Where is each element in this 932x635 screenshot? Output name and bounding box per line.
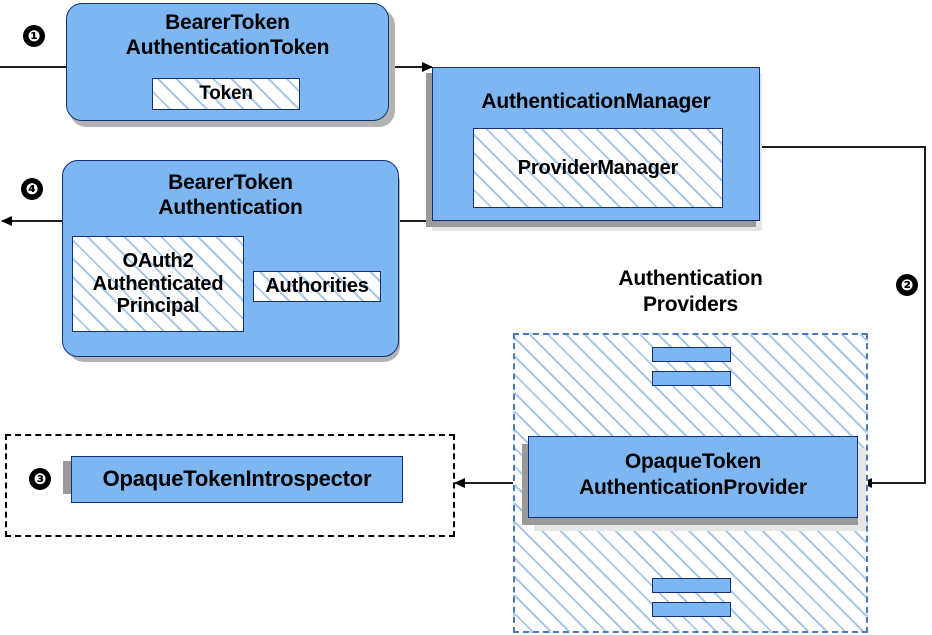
bearer-token-authentication-box[interactable]: BearerToken Authentication OAuth2 Authen… [62, 160, 399, 357]
step-badge-1: ❶ [23, 25, 45, 47]
bearer-token-authentication-title-line1: BearerToken [168, 171, 293, 194]
bearer-token-authentication-token-box[interactable]: BearerToken AuthenticationToken Token [66, 3, 389, 121]
authentication-manager-title: AuthenticationManager [481, 90, 711, 113]
authentication-providers-title-line2: Providers [642, 293, 739, 316]
opaque-token-authentication-provider-title-line2: AuthenticationProvider [579, 476, 807, 499]
oauth2-authenticated-principal-line2: Authenticated [92, 272, 224, 295]
opaque-token-authentication-provider-box[interactable]: OpaqueToken AuthenticationProvider [528, 436, 858, 518]
provider-stack-bar-top-1 [652, 347, 731, 362]
token-label: Token [199, 83, 253, 105]
token-inner-box[interactable]: Token [152, 78, 300, 110]
opaque-token-introspector-title: OpaqueTokenIntrospector [102, 466, 372, 492]
step-badge-2: ❷ [896, 274, 918, 296]
opaque-token-introspector-box[interactable]: OpaqueTokenIntrospector [71, 456, 403, 503]
bearer-token-authentication-title-line2: Authentication [158, 196, 303, 219]
bearer-token-authentication-token-title-line1: BearerToken [165, 11, 290, 34]
step-badge-4: ❹ [21, 178, 43, 200]
oauth2-authenticated-principal-line1: OAuth2 [122, 250, 194, 273]
bearer-token-authentication-token-title-line2: AuthenticationToken [125, 36, 330, 59]
provider-stack-bar-bottom-1 [652, 578, 731, 593]
arrow-manager-to-provider [760, 146, 926, 488]
oauth2-authenticated-principal-box[interactable]: OAuth2 Authenticated Principal [72, 236, 244, 332]
provider-stack-bar-top-2 [652, 371, 731, 386]
provider-manager-inner-box[interactable]: ProviderManager [473, 128, 723, 208]
authorities-label: Authorities [265, 275, 369, 298]
authentication-manager-box[interactable]: AuthenticationManager ProviderManager [432, 67, 760, 221]
provider-manager-label: ProviderManager [517, 156, 679, 179]
opaque-token-introspector-container [5, 434, 455, 537]
provider-stack-bar-bottom-2 [652, 602, 731, 617]
oauth2-authenticated-principal-line3: Principal [116, 295, 200, 318]
step-badge-3: ❸ [29, 468, 51, 490]
opaque-token-authentication-provider-title-line1: OpaqueToken [624, 450, 762, 473]
authorities-box[interactable]: Authorities [253, 271, 381, 302]
authentication-providers-title-line1: Authentication [618, 267, 763, 290]
